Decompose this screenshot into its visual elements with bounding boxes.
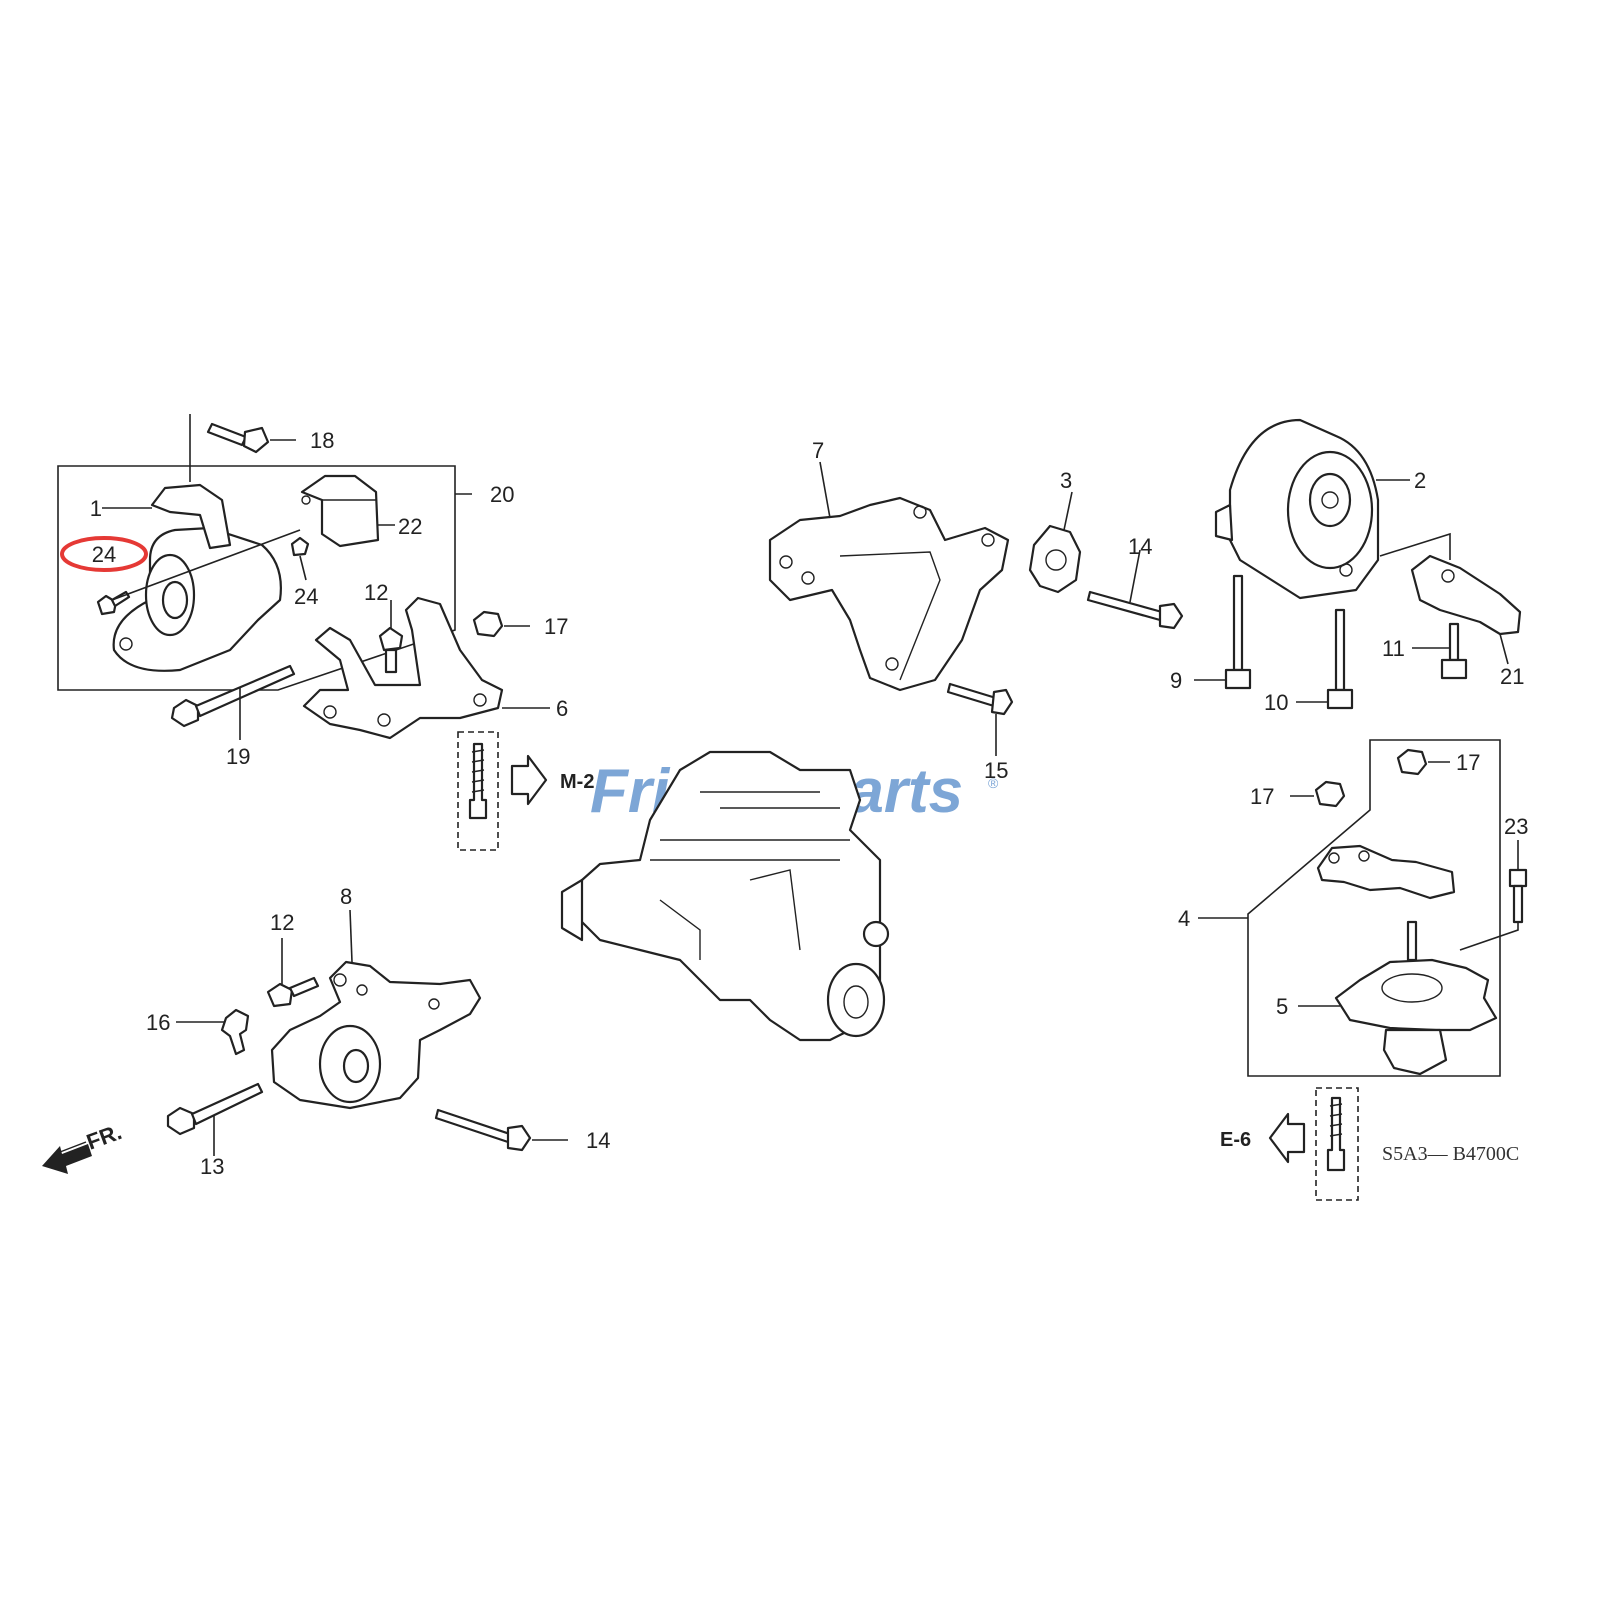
- bolt-12-upper: [378, 600, 404, 674]
- nut-17-left: [1290, 780, 1346, 808]
- highlight-ellipse: [60, 536, 148, 572]
- front-arrow: [42, 1141, 92, 1174]
- callout-12-lower: 12: [270, 910, 294, 935]
- callout-16: 16: [146, 1010, 170, 1035]
- reference-m2: M-2: [560, 771, 594, 793]
- callout-14-upper: 14: [1128, 534, 1152, 559]
- diagram-code: S5A3— B4700C: [1382, 1143, 1519, 1165]
- callout-10: 10: [1264, 690, 1288, 715]
- damper-3: [1028, 491, 1082, 594]
- callout-7: 7: [812, 438, 824, 463]
- mount-1: [102, 483, 282, 672]
- stud-m2: [468, 742, 488, 820]
- stud-box-m2: [457, 731, 499, 851]
- mount-2: [1214, 418, 1410, 600]
- bolt-14-lower: [434, 1108, 568, 1152]
- callout-12-upper: 12: [364, 580, 388, 605]
- bracket-6: [302, 596, 550, 740]
- callout-24-left: 24: [92, 542, 116, 567]
- callout-17-right: 17: [1456, 750, 1480, 775]
- callout-13: 13: [200, 1154, 224, 1179]
- callout-19: 19: [226, 744, 250, 769]
- bolt-12-lower: [266, 938, 320, 1008]
- bolt-24-left: [96, 590, 131, 616]
- arrow-e6: [1268, 1112, 1306, 1164]
- callout-24-right: 24: [294, 584, 318, 609]
- bracket-4-upper: [1316, 844, 1456, 900]
- callout-20: 20: [490, 482, 514, 507]
- callout-8: 8: [340, 884, 352, 909]
- arrow-m2: [510, 754, 548, 806]
- callout-4: 4: [1178, 906, 1190, 931]
- callout-17-upper: 17: [544, 614, 568, 639]
- stud-e6: [1326, 1096, 1346, 1172]
- mount-5: [1298, 920, 1498, 1076]
- callout-21: 21: [1500, 664, 1524, 689]
- bracket-22: [300, 474, 395, 548]
- watermark-registered: ®: [988, 775, 999, 791]
- mount-8: [270, 909, 482, 1110]
- bolt-9: [1194, 574, 1252, 690]
- group-frame-4: [1247, 739, 1501, 1077]
- reference-e6: E-6: [1220, 1129, 1251, 1151]
- callout-14-lower: 14: [586, 1128, 610, 1153]
- bracket-7: [768, 461, 1010, 692]
- callout-3: 3: [1060, 468, 1072, 493]
- callout-18: 18: [310, 428, 334, 453]
- callout-5: 5: [1276, 994, 1288, 1019]
- bolt-24-right: [290, 536, 310, 581]
- callout-6: 6: [556, 696, 568, 721]
- stud-box-e6: [1315, 1087, 1359, 1201]
- bolt-15: [946, 682, 1014, 756]
- nut-17-upper: [472, 610, 530, 638]
- clip-16: [176, 1008, 250, 1056]
- bracket-21: [1379, 532, 1522, 665]
- callout-15: 15: [984, 758, 1008, 783]
- callout-1: 1: [90, 496, 102, 521]
- front-label: FR.: [83, 1119, 125, 1155]
- callout-2: 2: [1414, 468, 1426, 493]
- bolt-19: [170, 664, 296, 740]
- bolt-14-upper: [1086, 549, 1184, 630]
- callout-22: 22: [398, 514, 422, 539]
- bolt-13: [166, 1082, 264, 1156]
- bolt-10: [1296, 608, 1354, 710]
- engine-block: [560, 750, 890, 1042]
- group-frame-20: [57, 465, 456, 691]
- callout-23: 23: [1504, 814, 1528, 839]
- callout-17-left: 17: [1250, 784, 1274, 809]
- nut-17-right: [1396, 748, 1450, 776]
- callout-11: 11: [1382, 636, 1405, 661]
- leader-24-link: [111, 529, 301, 601]
- highlighted-callout-24: 24: [60, 536, 148, 572]
- bolt-18: [206, 422, 296, 454]
- callout-9: 9: [1170, 668, 1182, 693]
- bolt-23: [1459, 840, 1528, 951]
- bolt-11: [1412, 622, 1468, 680]
